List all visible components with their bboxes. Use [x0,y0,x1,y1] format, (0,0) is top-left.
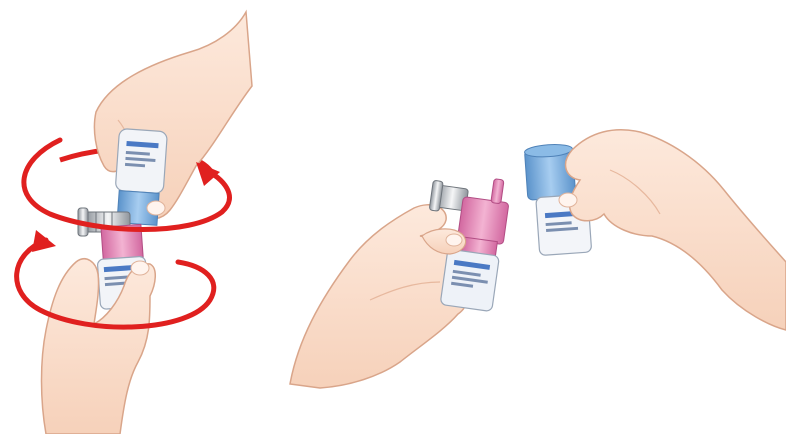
left-panel-twist [17,12,252,434]
right-panel-separate [290,130,786,388]
lower-hand [42,259,156,434]
lower-hand-thumbnail [131,261,149,275]
rotate-arrow-lower-head [32,230,56,252]
upper-vial-label [115,128,167,193]
pink-vial-spike [491,179,504,204]
left-hand-thumbnail [446,234,462,246]
upper-hand-thumbnail [147,201,165,215]
right-hand-thumbnail [559,193,577,207]
right-hand [566,130,786,330]
